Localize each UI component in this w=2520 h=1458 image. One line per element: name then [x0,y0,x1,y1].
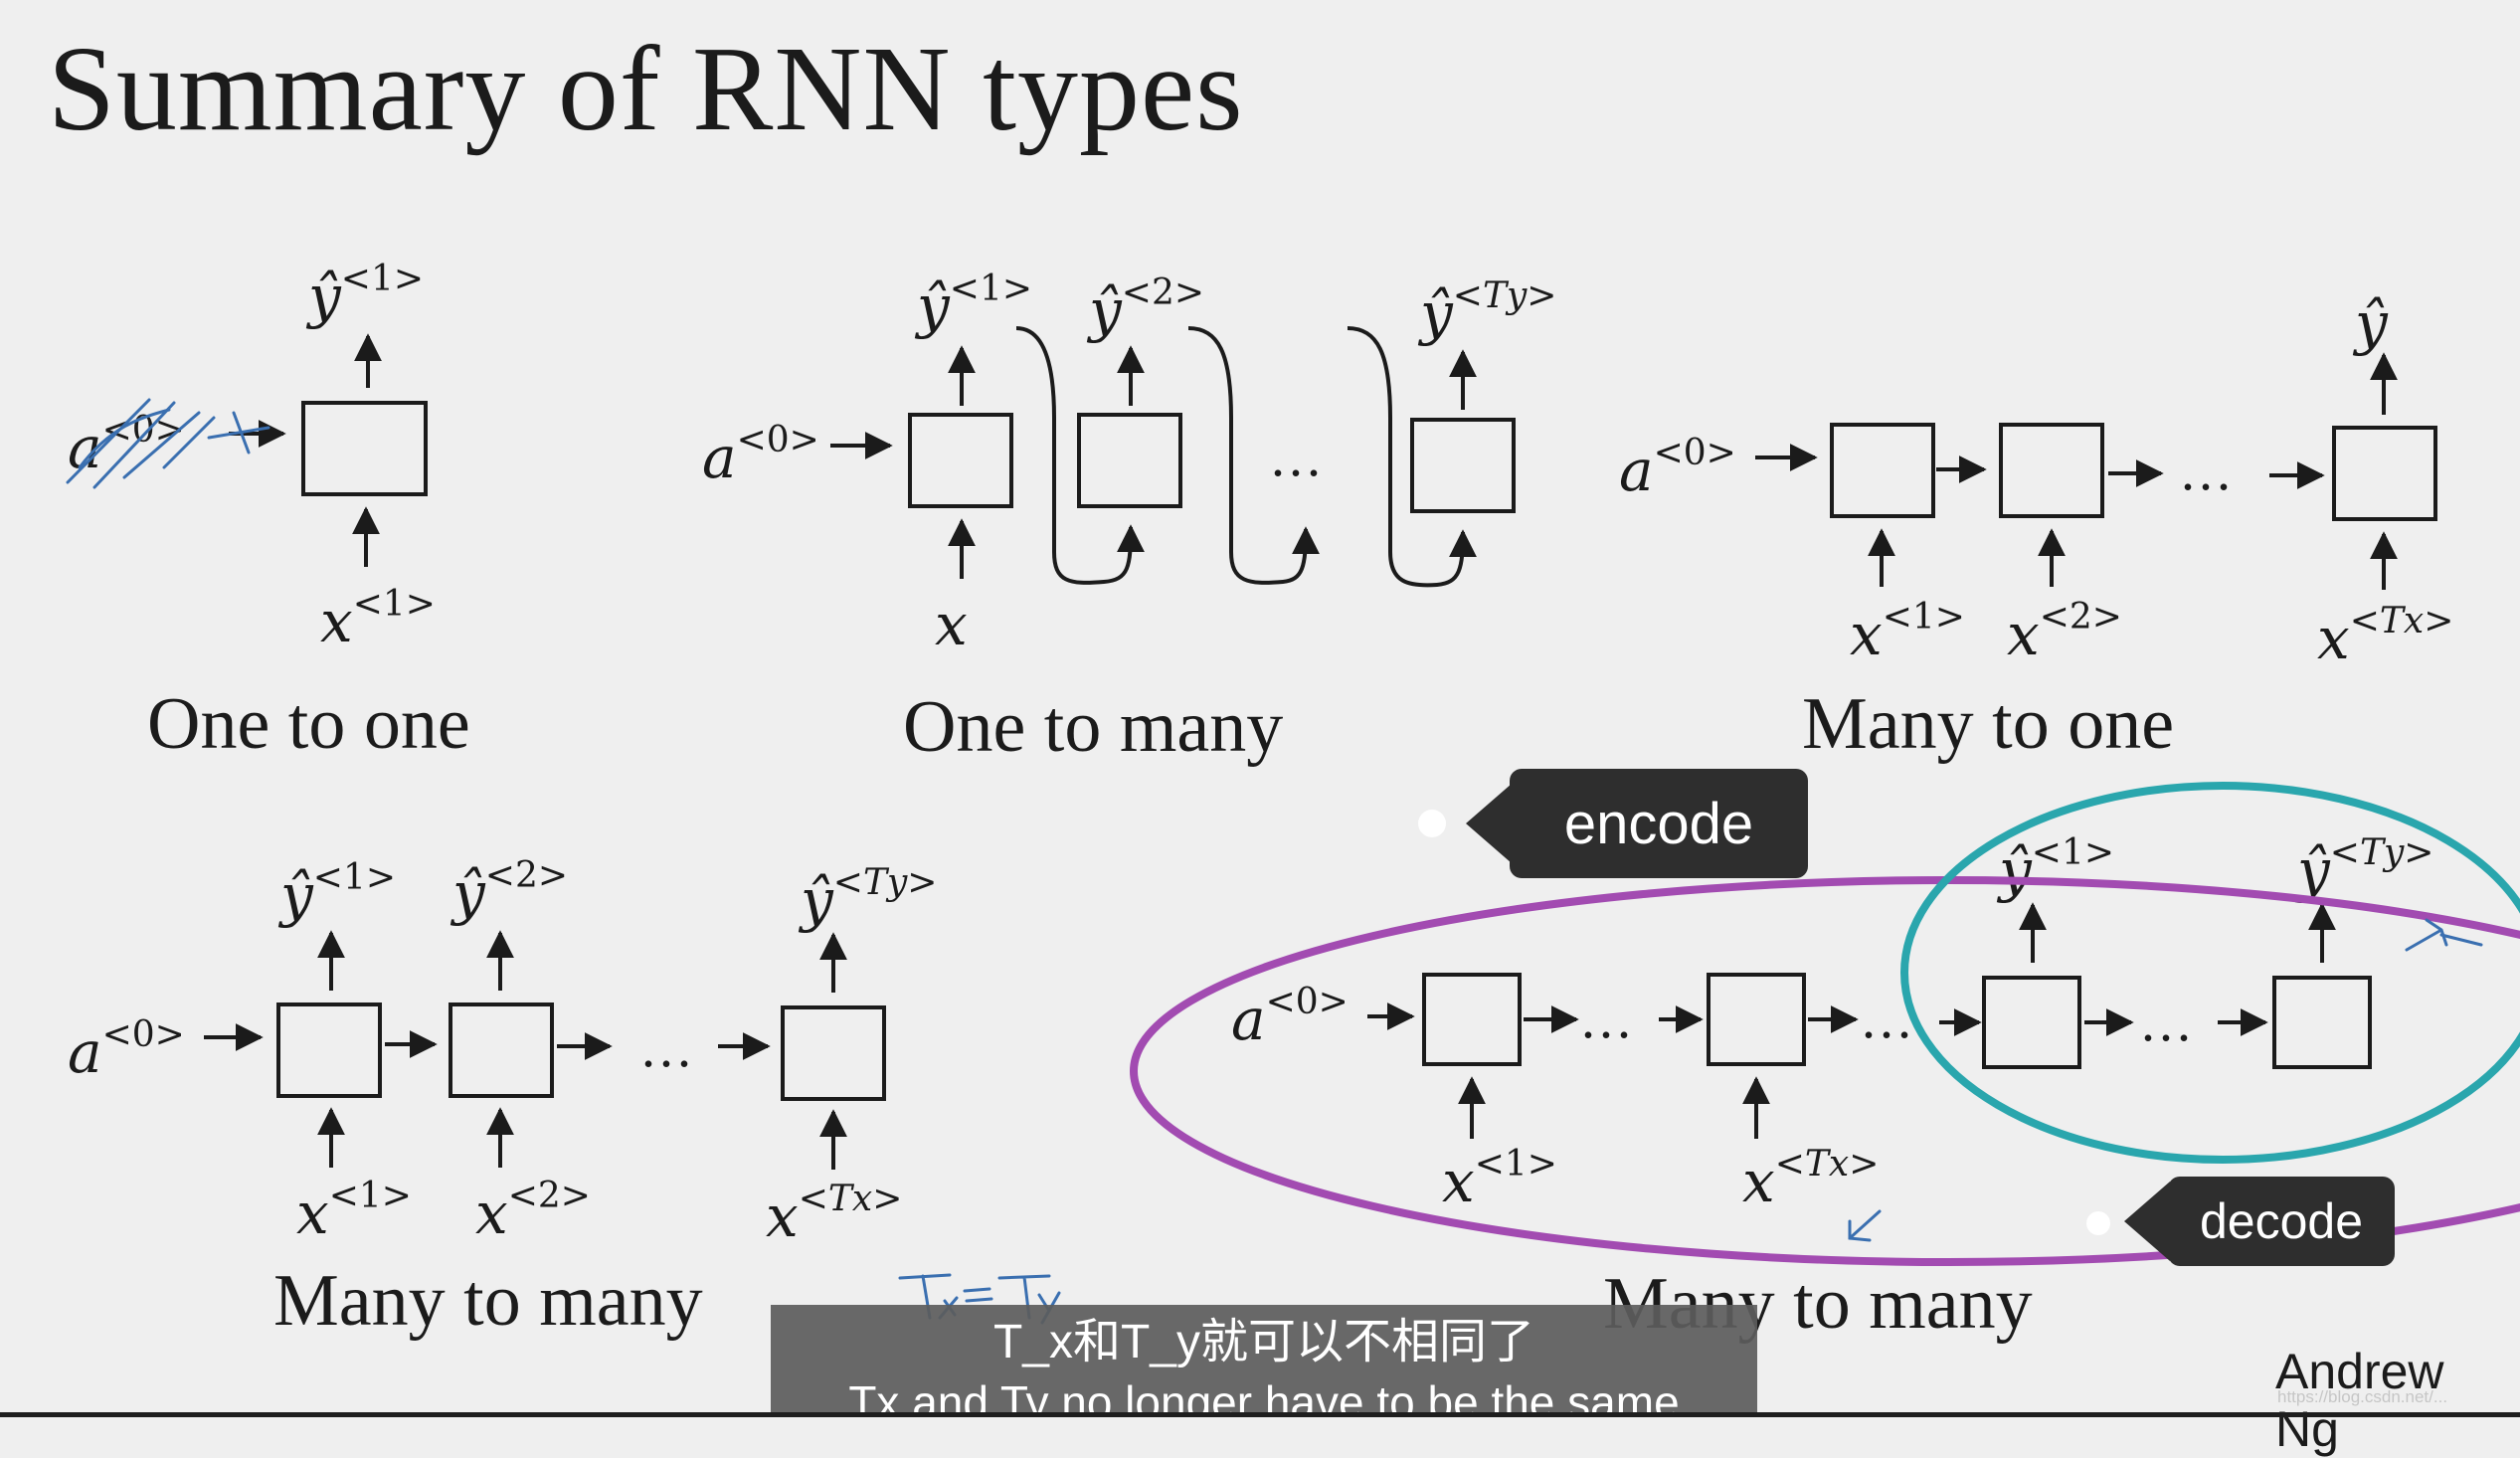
feedback-arrow [1347,326,1477,588]
encoder-cell [1422,973,1522,1066]
output-label: ŷ<2> [450,855,568,927]
decoder-highlight-circle [1900,782,2520,1164]
encoder-cell [1707,973,1806,1066]
panel-label: Many to one [1802,683,2174,765]
rnn-cell [781,1005,886,1101]
output-label: ŷ<Ty> [1417,275,1556,347]
subtitle-chinese: T_x和T_y就可以不相同了 [992,1316,1535,1368]
encode-dot [1418,810,1446,837]
ellipsis: ... [1271,427,1325,488]
rnn-diagrams: .box { fill:none; stroke:#1b1b1b; stroke… [66,259,2520,1345]
panel-one-to-one: ŷ<1> x<1> a<0> One to one [66,259,470,765]
slide-title: Summary of RNN types [48,22,1244,156]
encode-callout: encode [1510,769,1808,878]
decoder-cell [1982,976,2081,1069]
activation-label: a<0> [68,1014,185,1086]
rnn-cell [449,1002,554,1098]
ellipsis: ... [1862,989,1915,1050]
bottom-border [0,1412,2520,1417]
input-label: x<Tx> [1742,1144,1879,1215]
input-label: x<1> [320,584,436,655]
panel-label: Many to many [273,1260,703,1342]
input-label: x<2> [2007,597,2122,668]
handwritten-mark [2405,918,2448,952]
ellipsis: ... [1581,989,1635,1050]
output-label: ŷ<1> [277,857,396,929]
rnn-cell [1410,418,1516,513]
handwritten-strikeout [66,398,270,489]
feedback-arrow [1187,326,1320,585]
watermark: https://blog.csdn.net/... [2277,1387,2448,1406]
activation-label: a<0> [702,420,819,491]
activation-label: a<0> [1231,982,1349,1053]
output-label: ŷ<1> [1996,832,2114,904]
ellipsis: ... [641,1017,695,1079]
rnn-cell [301,401,428,496]
panel-many-to-many-seq2seq: a<0> ... ... ... x<1> x<Tx> ŷ<1> ŷ<Ty> M… [1130,782,2520,1345]
input-label: x<1> [296,1176,412,1247]
panel-many-to-many-equal: a<0> ... ŷ<1> ŷ<2> ŷ<Ty> x<1> x<2> x<Tx>… [68,855,1061,1342]
rnn-cell [2332,426,2437,521]
output-label: ŷ<1> [305,259,424,330]
slide: Summary of RNN types .box { fill:none; s… [0,0,2520,1417]
panel-many-to-one: a<0> ... ŷ x<1> x<2> x<Tx> Many to one [1619,289,2453,765]
output-label: ŷ<2> [1086,273,1204,344]
rnn-cell [276,1002,382,1098]
decode-callout: decode [2168,1177,2395,1266]
input-label: x<2> [475,1176,591,1247]
input-label: x<1> [1850,597,1965,668]
input-label: x [935,591,968,658]
handwritten-mark [1848,1209,1882,1242]
input-label: x<1> [1442,1144,1557,1215]
input-label: x<Tx> [766,1179,902,1250]
subtitle-english: Tx and Ty no longer have to be the same [848,1376,1680,1417]
ellipsis: ... [2141,992,2195,1053]
activation-label: a<0> [68,410,185,481]
activation-label: a<0> [1619,433,1736,504]
video-subtitle: T_x和T_y就可以不相同了 Tx and Ty no longer have … [771,1305,1757,1417]
rnn-cell [1830,423,1935,518]
output-label: ŷ<Ty> [798,862,937,934]
rnn-cell [1077,413,1182,508]
panel-label: One to many [903,686,1283,768]
panel-label: One to one [147,683,470,765]
output-label: ŷ<Ty> [2294,832,2433,904]
rnn-cell [908,413,1013,508]
decode-dot [2086,1211,2110,1235]
decoder-cell [2272,976,2372,1069]
rnn-cell [1999,423,2104,518]
input-label: x<Tx> [2317,601,2453,672]
output-label: ŷ [2352,289,2389,357]
output-label: ŷ<1> [914,269,1032,340]
feedback-arrow [1015,326,1145,585]
handwritten-mark [2439,933,2483,947]
panel-one-to-many: a<0> ... ŷ<1> ŷ<2> ŷ<Ty> x One to many [702,269,1556,768]
ellipsis: ... [2181,441,2235,502]
